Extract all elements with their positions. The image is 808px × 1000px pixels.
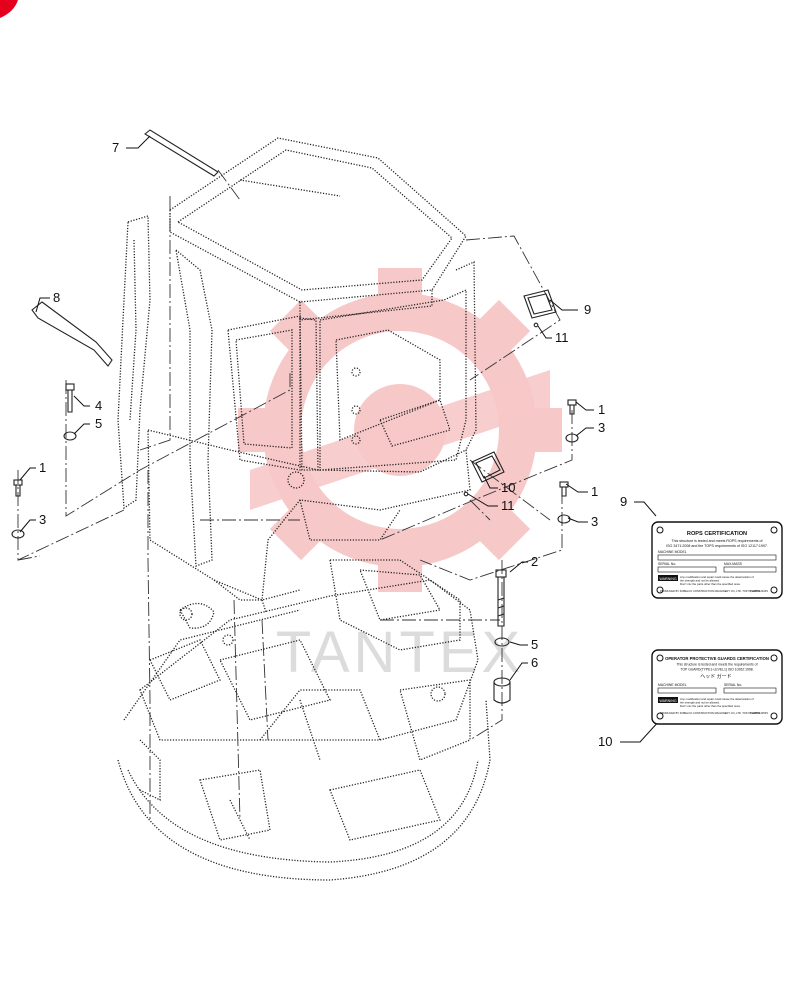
washer-5a bbox=[63, 431, 77, 441]
callout-3: 3 bbox=[598, 420, 605, 435]
callouts: 7 8 4 5 1 3 9 11 1 3 10 11 1 3 2 5 6 9 1… bbox=[39, 140, 627, 749]
opg-certification-plate: OPERATOR PROTECTIVE GUARDS CERTIFICATION… bbox=[651, 649, 783, 725]
bolt-4 bbox=[65, 383, 75, 413]
opg-warn3: Don't mix the parts other than the speci… bbox=[680, 704, 741, 708]
callout-11: 11 bbox=[501, 498, 515, 513]
washer-3b bbox=[565, 433, 579, 443]
upper-structure bbox=[117, 559, 491, 881]
watermark: TANTEX bbox=[238, 268, 562, 685]
plate-9-small bbox=[523, 289, 557, 328]
rops-line2: ISO 3471:2008 and the TOPS requirements … bbox=[666, 544, 768, 548]
rops-warning: WARNING bbox=[659, 577, 676, 581]
handrail-8 bbox=[31, 301, 113, 367]
rops-field-max-mass: MAX.MASS bbox=[724, 562, 743, 566]
plate-10-small bbox=[463, 451, 505, 497]
washer-5b bbox=[494, 637, 510, 647]
callout-2: 2 bbox=[531, 554, 538, 569]
callout-8: 8 bbox=[53, 290, 60, 305]
opg-handwritten: ヘッド ガード bbox=[700, 673, 731, 680]
rops-code: YN20T01234P1 bbox=[750, 589, 769, 593]
callout-1: 1 bbox=[39, 460, 46, 475]
rops-maker: PRODUCED BY KOBELCO CONSTRUCTION MACHINE… bbox=[660, 589, 760, 593]
watermark-gear-icon bbox=[238, 268, 562, 592]
handrail-7 bbox=[144, 129, 219, 177]
callout-3: 3 bbox=[39, 512, 46, 527]
cab-assembly bbox=[117, 137, 477, 613]
spacer-6 bbox=[493, 677, 511, 704]
opg-maker: PRODUCED BY KOBELCO CONSTRUCTION MACHINE… bbox=[660, 711, 760, 715]
bolt-1a bbox=[13, 479, 23, 497]
opg-field-serial: SERIAL No. bbox=[724, 683, 742, 687]
opg-warn1: Any modification and repair could cause … bbox=[680, 697, 754, 701]
opg-line2: TOP GUARD(TYPE1-LEVEL1) ISO 10262:1998. bbox=[680, 668, 753, 672]
callout-1: 1 bbox=[591, 484, 598, 499]
callout-5: 5 bbox=[531, 637, 538, 652]
callout-10-plate: 10 bbox=[598, 734, 612, 749]
rops-warn3: Don't mix the parts other than the speci… bbox=[680, 582, 741, 586]
callout-11: 11 bbox=[555, 330, 569, 345]
rops-field-model: MACHINE MODEL bbox=[658, 550, 687, 554]
washer-3c bbox=[557, 514, 571, 524]
opg-warning: WARNING bbox=[659, 699, 676, 703]
watermark-text: TANTEX bbox=[276, 620, 525, 685]
washer-3a bbox=[11, 529, 25, 539]
bolt-2 bbox=[495, 569, 507, 627]
opg-warn2: the strength and not be allowed. bbox=[680, 701, 720, 705]
opg-code: YN20T01235P1 bbox=[750, 711, 769, 715]
leader-lines bbox=[19, 135, 661, 743]
callout-5: 5 bbox=[95, 416, 102, 431]
opg-title: OPERATOR PROTECTIVE GUARDS CERTIFICATION bbox=[665, 656, 769, 661]
rops-field-serial: SERIAL No. bbox=[658, 562, 676, 566]
rops-title: ROPS CERTIFICATION bbox=[687, 531, 747, 537]
callout-9-plate: 9 bbox=[620, 494, 627, 509]
rops-certification-plate: ROPS CERTIFICATION This structure is tes… bbox=[651, 521, 783, 599]
opg-line1: This structure is tested and meets the r… bbox=[676, 663, 757, 667]
callout-9: 9 bbox=[584, 302, 591, 317]
rops-warn2: the strength and not be allowed. bbox=[680, 579, 720, 583]
bolt-1c bbox=[559, 481, 569, 497]
opg-field-model: MACHINE MODEL bbox=[658, 683, 687, 687]
rops-warn1: Any modification and repair could cause … bbox=[680, 575, 754, 579]
callout-10: 10 bbox=[501, 480, 515, 495]
callout-4: 4 bbox=[95, 398, 102, 413]
centerlines bbox=[17, 169, 573, 821]
callout-7: 7 bbox=[112, 140, 119, 155]
corner-mark bbox=[0, 0, 18, 18]
rops-line1: This structure is tested and meets ROPS … bbox=[671, 539, 762, 543]
callout-6: 6 bbox=[531, 655, 538, 670]
callout-3: 3 bbox=[591, 514, 598, 529]
callout-1: 1 bbox=[598, 402, 605, 417]
